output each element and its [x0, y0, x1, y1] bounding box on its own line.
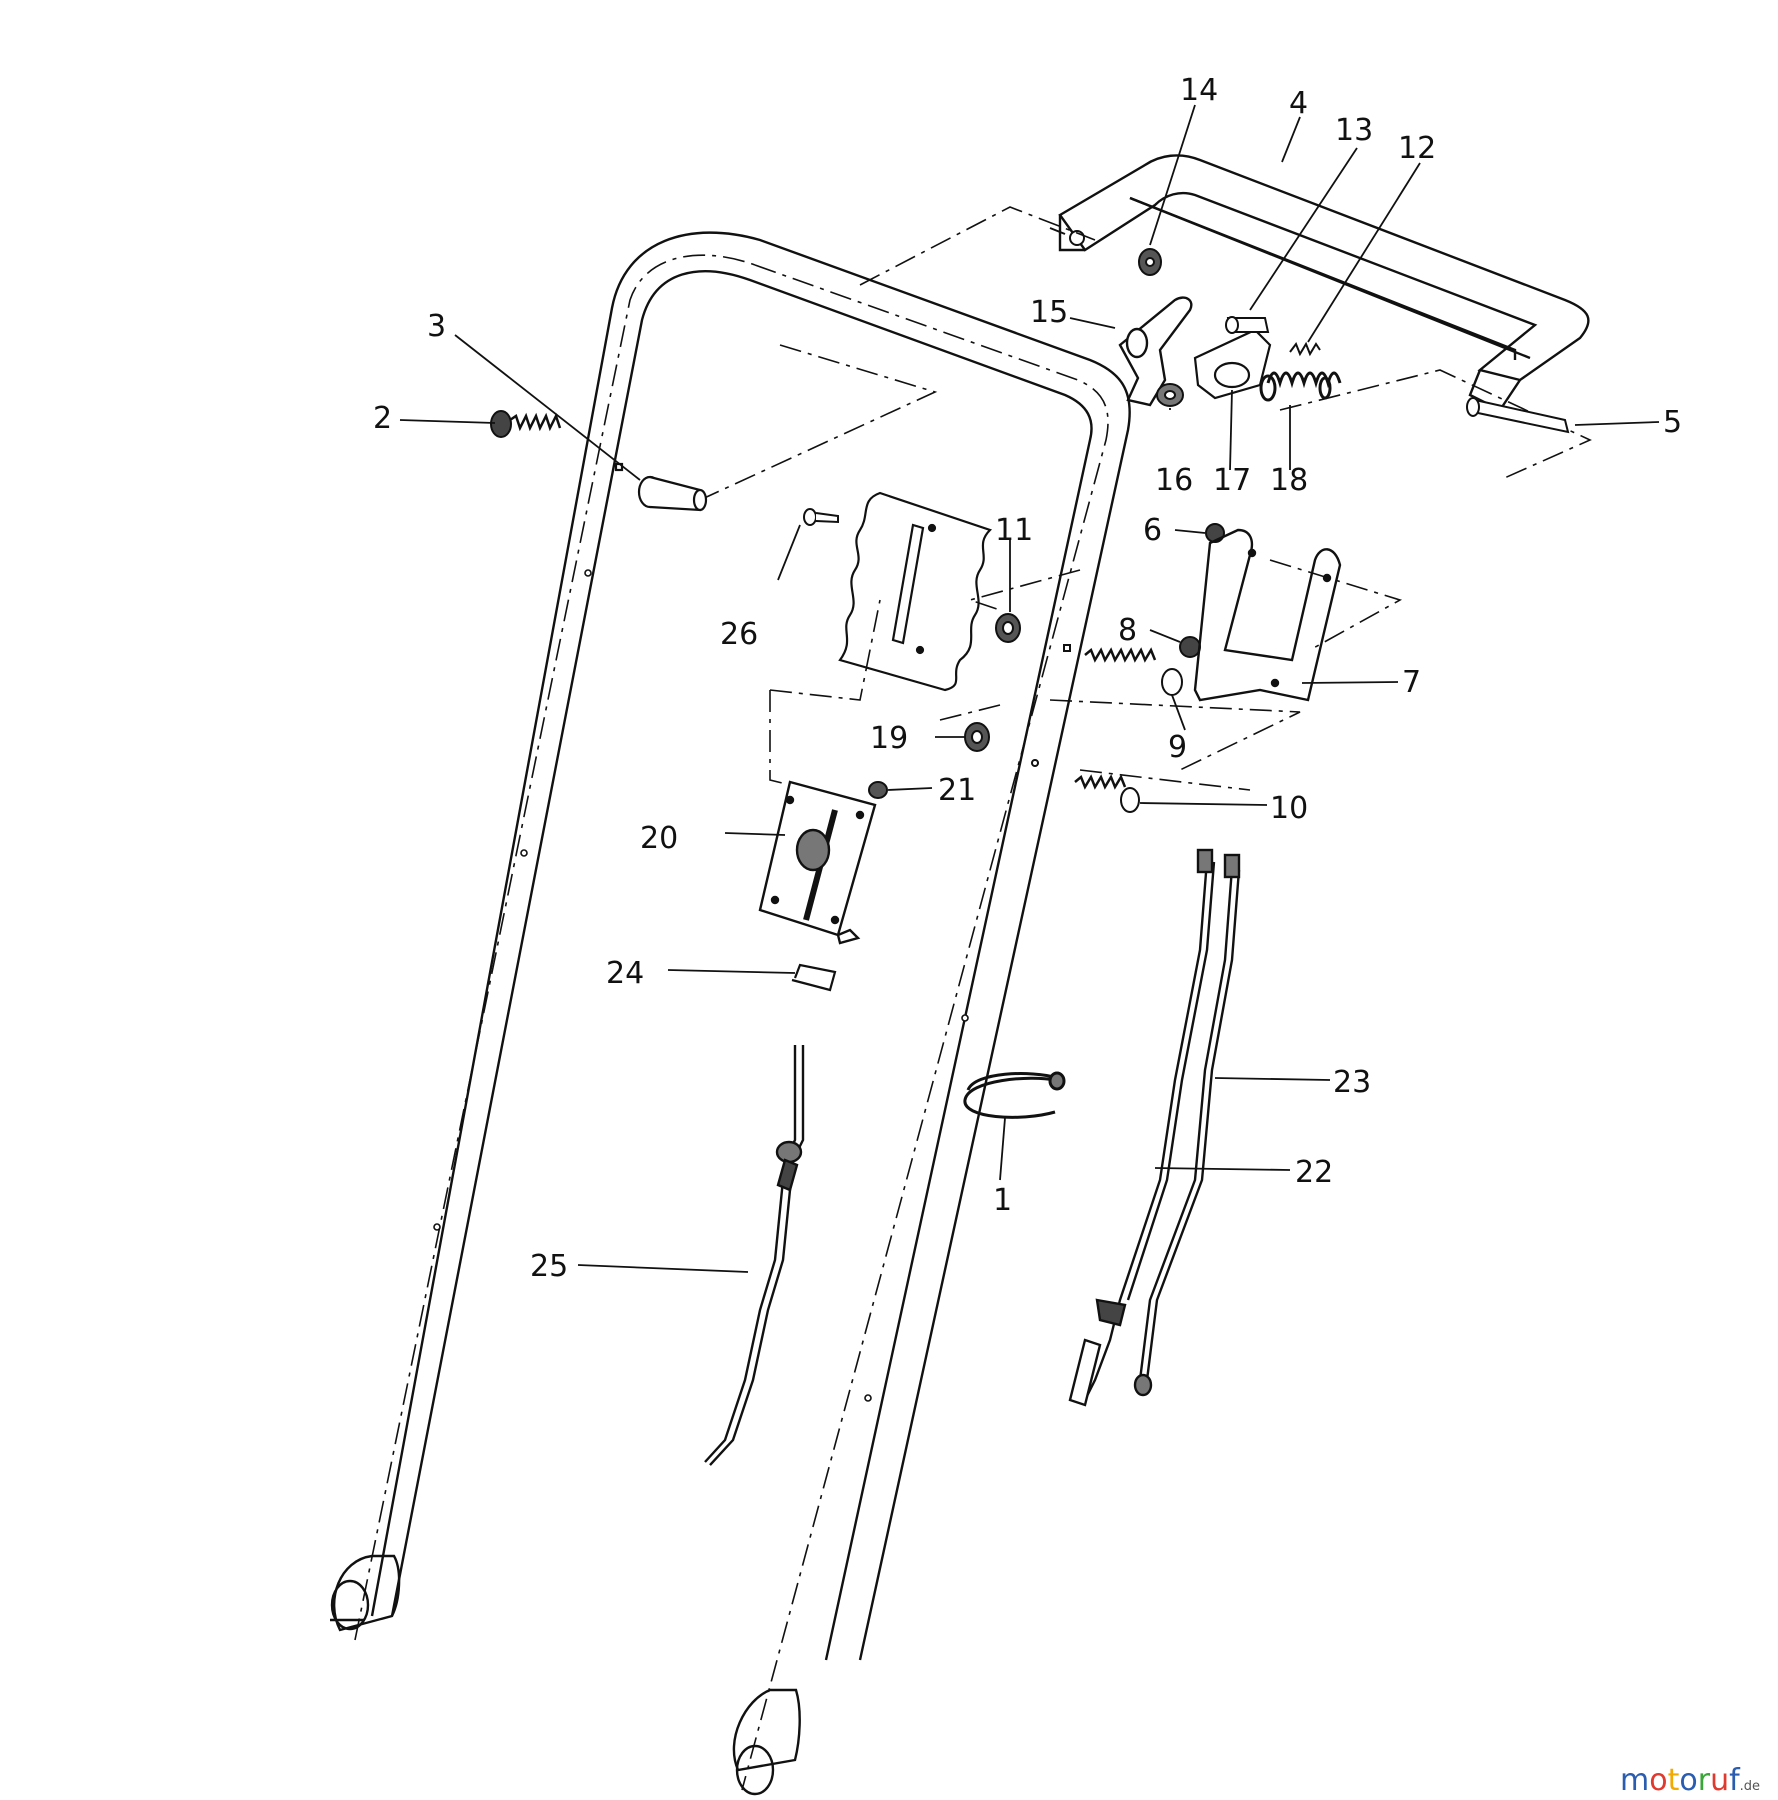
latch-bracket — [1118, 296, 1193, 407]
bracket-7 — [1193, 528, 1342, 702]
clip-24 — [791, 963, 837, 992]
callout-5: 5 — [1663, 405, 1682, 440]
bail-bar — [1058, 154, 1590, 412]
callout-2: 2 — [373, 401, 392, 436]
control-box-20 — [758, 780, 877, 945]
pin-5 — [1466, 397, 1570, 434]
callout-3: 3 — [427, 309, 446, 344]
pin-13 — [1225, 316, 1270, 334]
callout-14: 14 — [1180, 73, 1218, 108]
callout-20: 20 — [640, 821, 678, 856]
callout-21: 21 — [938, 773, 976, 808]
cable-23 — [1133, 853, 1241, 1397]
callout-10: 10 — [1270, 791, 1308, 826]
knob-21 — [868, 781, 888, 799]
callout-12: 12 — [1398, 131, 1436, 166]
handle-centerline-right — [741, 264, 1109, 1791]
callout-18: 18 — [1270, 463, 1308, 498]
callout-22: 22 — [1295, 1155, 1333, 1190]
washer-11 — [995, 613, 1021, 643]
cable-25 — [704, 1045, 805, 1466]
watermark-letter: o — [1649, 1763, 1667, 1798]
watermark-letter: f — [1729, 1763, 1741, 1798]
assembly-lines — [699, 206, 1592, 791]
callout-9: 9 — [1168, 730, 1187, 765]
bolt-2 — [490, 410, 562, 438]
watermark-logo: motoruf.de — [1620, 1763, 1760, 1798]
watermark-letter: o — [1679, 1763, 1697, 1798]
watermark-letter: m — [1620, 1763, 1649, 1798]
cam-17 — [1193, 328, 1272, 400]
spacer-3 — [614, 462, 708, 512]
cover-plate — [838, 491, 993, 692]
callout-23: 23 — [1333, 1065, 1371, 1100]
callout-13: 13 — [1335, 113, 1373, 148]
callout-7: 7 — [1402, 665, 1421, 700]
cable-tie-1 — [963, 1071, 1066, 1119]
nut-8 — [1179, 636, 1201, 658]
callout-26: 26 — [720, 617, 758, 652]
bushing-16 — [1156, 383, 1184, 407]
callout-11: 11 — [995, 513, 1033, 548]
watermark-letter: t — [1668, 1763, 1680, 1798]
callout-17: 17 — [1213, 463, 1251, 498]
spring-12 — [1289, 341, 1321, 357]
callout-24: 24 — [606, 956, 644, 991]
handle-centerline-left — [354, 254, 756, 1641]
handle-holes — [433, 569, 1039, 1402]
leader-lines — [399, 104, 1660, 1273]
callout-15: 15 — [1030, 295, 1068, 330]
watermark-letter: u — [1710, 1763, 1729, 1798]
screw-26 — [803, 508, 839, 526]
nut-14 — [1138, 248, 1162, 276]
callout-19: 19 — [870, 721, 908, 756]
callout-8: 8 — [1118, 613, 1137, 648]
bolt-9 — [1063, 644, 1183, 696]
callout-16: 16 — [1155, 463, 1193, 498]
bail-pivot-left — [1049, 227, 1085, 246]
callouts: 14 4 13 12 3 15 2 5 16 17 18 11 6 26 8 7… — [373, 73, 1682, 1284]
watermark-suffix: .de — [1740, 1779, 1760, 1794]
cable-22 — [1068, 848, 1216, 1407]
washer-19 — [964, 722, 990, 752]
callout-4: 4 — [1289, 86, 1308, 121]
callout-6: 6 — [1143, 513, 1162, 548]
nut-6 — [1205, 523, 1225, 543]
watermark-text: motoruf.de — [1620, 1763, 1760, 1798]
handle-frame — [330, 231, 1131, 1796]
spring-18 — [1259, 371, 1342, 402]
callout-25: 25 — [530, 1249, 568, 1284]
watermark-letter: r — [1698, 1763, 1711, 1798]
callout-1: 1 — [993, 1183, 1012, 1218]
bolt-10 — [1031, 759, 1140, 813]
